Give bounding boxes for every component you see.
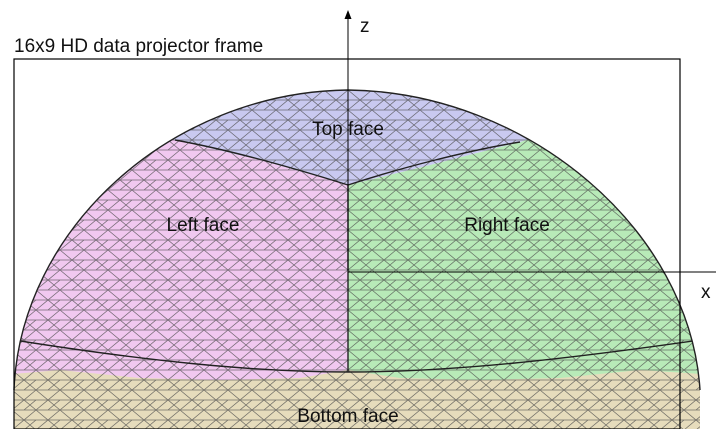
frame-caption: 16x9 HD data projector frame (14, 36, 263, 57)
projector-frame (13, 58, 681, 429)
face-border-bottom (14, 339, 700, 373)
x-axis-label: x (701, 282, 711, 303)
z-axis-arrow-icon (344, 10, 352, 19)
left-face-label: Left face (167, 215, 240, 236)
face-border-left-top (174, 139, 349, 186)
right-face-label: Right face (464, 215, 550, 236)
top-face-label: Top face (312, 119, 384, 140)
z-axis-label: z (360, 16, 370, 37)
face-border-right-top (347, 141, 521, 186)
bottom-face-label: Bottom face (297, 406, 398, 427)
